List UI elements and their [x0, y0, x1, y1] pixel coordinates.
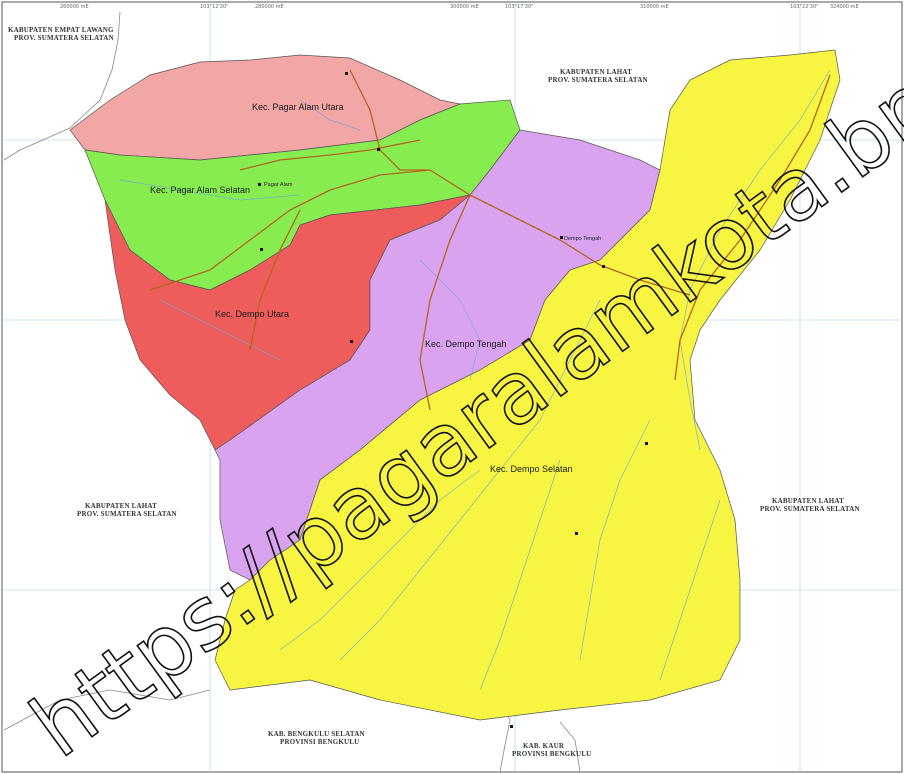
- label-pagar-alam-utara: Kec. Pagar Alam Utara: [252, 102, 344, 112]
- neighbor-labels: KABUPATEN EMPAT LAWANG PROV. SUMATERA SE…: [8, 26, 860, 758]
- neighbor-kaur: KAB. KAUR: [523, 742, 565, 750]
- neighbor-lahat-north: KABUPATEN LAHAT: [560, 68, 632, 76]
- neighbor-lahat-east-prov: PROV. SUMATERA SELATAN: [760, 505, 860, 513]
- label-pagar-alam-selatan: Kec. Pagar Alam Selatan: [150, 185, 250, 195]
- coord-label: 103°12'30": [200, 4, 228, 10]
- coord-label: 324000 mE: [830, 4, 859, 10]
- label-dempo-tengah: Kec. Dempo Tengah: [425, 339, 506, 349]
- neighbor-bengkulu-selatan: KAB. BENGKULU SELATAN: [268, 730, 365, 738]
- coord-label: 310000 mE: [640, 4, 669, 10]
- neighbor-lahat-west: KABUPATEN LAHAT: [85, 502, 157, 510]
- coord-label: 103°17'30": [505, 4, 533, 10]
- coord-label: 103°22'30": [790, 4, 818, 10]
- neighbor-empat-lawang-prov: PROV. SUMATERA SELATAN: [14, 34, 114, 42]
- coord-label: 300000 mE: [450, 4, 479, 10]
- neighbor-kaur-prov: PROVINSI BENGKULU: [512, 750, 591, 758]
- label-town-pagar-alam: Pagar Alam: [264, 182, 293, 188]
- coord-label: 260000 mE: [60, 4, 89, 10]
- roads: [149, 69, 831, 411]
- top-coordinates: 260000 mE 103°12'30" 280000 mE 300000 mE…: [60, 4, 859, 10]
- admin-boundaries: [3, 11, 581, 773]
- neighbor-lahat-west-prov: PROV. SUMATERA SELATAN: [77, 510, 177, 518]
- place-markers: [258, 72, 648, 728]
- label-dempo-selatan: Kec. Dempo Selatan: [490, 464, 573, 474]
- coord-label: 280000 mE: [255, 4, 284, 10]
- neighbor-lahat-east: KABUPATEN LAHAT: [772, 497, 844, 505]
- label-town-dempo-tengah: Dempo Tengah: [564, 236, 601, 242]
- rivers: [119, 69, 831, 691]
- neighbor-empat-lawang: KABUPATEN EMPAT LAWANG: [8, 26, 114, 34]
- neighbor-lahat-north-prov: PROV. SUMATERA SELATAN: [548, 76, 648, 84]
- neighbor-bengkulu-selatan-prov: PROVINSI BENGKULU: [280, 738, 359, 746]
- label-dempo-utara: Kec. Dempo Utara: [215, 309, 289, 319]
